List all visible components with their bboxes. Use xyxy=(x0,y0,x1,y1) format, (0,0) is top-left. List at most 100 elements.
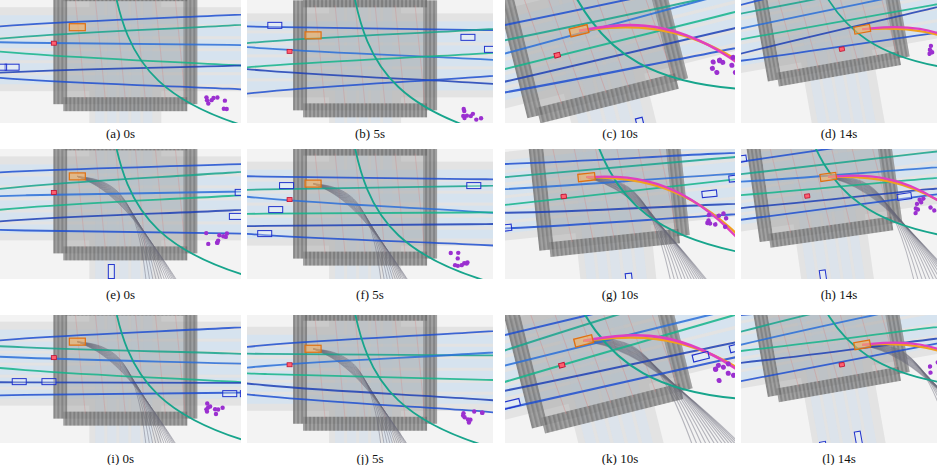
grid-line xyxy=(95,315,105,414)
vehicle-box xyxy=(484,46,493,52)
grid-line xyxy=(75,0,85,99)
vehicle-box xyxy=(702,190,717,198)
caption-holder: (j) 5s xyxy=(354,449,385,465)
reference-path xyxy=(587,155,735,279)
scene-part xyxy=(247,0,493,123)
grid-line xyxy=(315,5,325,105)
ego-vehicle xyxy=(854,340,871,350)
pedestrian-dot xyxy=(211,96,215,100)
crosswalk xyxy=(769,217,894,248)
agent-trajectory xyxy=(247,370,493,429)
vehicle-box xyxy=(692,351,709,362)
pedestrian-dot xyxy=(709,65,715,71)
grid-line xyxy=(791,315,818,385)
agent-trajectory xyxy=(741,315,937,395)
agent-trajectory xyxy=(95,149,241,279)
pedestrian-box xyxy=(287,363,292,367)
planned-path xyxy=(828,150,937,279)
pedestrian-dot xyxy=(723,224,728,229)
agent-trajectory xyxy=(95,0,241,123)
pedestrian-dot xyxy=(928,364,933,369)
agent-trajectory xyxy=(0,225,241,237)
pedestrian-dot xyxy=(714,69,720,75)
caption-holder: (e) 0s xyxy=(104,285,137,303)
grid-line xyxy=(175,0,185,99)
candidate-path xyxy=(828,151,937,279)
pedestrian-dot xyxy=(216,238,220,242)
scene-part xyxy=(505,149,735,279)
agent-trajectory xyxy=(505,315,735,440)
grid-line xyxy=(791,0,818,69)
vehicle-box xyxy=(505,224,512,232)
panel-caption: (d) 14s xyxy=(819,126,859,141)
pedestrian-dot xyxy=(717,58,723,64)
scene-panel xyxy=(505,0,735,123)
grid-line xyxy=(315,319,325,419)
agent-trajectory xyxy=(0,181,241,229)
ego-vehicle xyxy=(69,173,85,180)
pedestrian-dot xyxy=(225,107,229,111)
pedestrian-box xyxy=(51,356,56,360)
agent-trajectory xyxy=(247,30,493,73)
scene-panel xyxy=(505,315,735,443)
pedestrian-dot xyxy=(717,57,723,63)
vehicle-box xyxy=(240,391,241,397)
pedestrian-dot xyxy=(915,201,920,206)
grid-line xyxy=(771,0,798,73)
ego-vehicle xyxy=(820,172,837,181)
road xyxy=(742,315,917,443)
ego-vehicle xyxy=(305,180,321,187)
road xyxy=(0,119,75,123)
crosswalk xyxy=(63,315,187,316)
road xyxy=(247,439,315,443)
planned-path xyxy=(587,156,735,279)
caption-holder: (i) 0s xyxy=(105,449,136,465)
agent-trajectory xyxy=(741,0,937,77)
agent-trajectory xyxy=(505,156,735,229)
panel-caption: (l) 14s xyxy=(820,451,858,465)
caption-holder: (k) 10s xyxy=(600,449,640,465)
caption-holder: (a) 0s xyxy=(104,124,137,142)
pedestrian-dot xyxy=(456,251,460,255)
scene-part xyxy=(741,315,937,443)
candidate-path xyxy=(313,184,420,279)
grid-line xyxy=(395,319,405,419)
caption-holder: (c) 10s xyxy=(600,124,640,142)
agent-trajectory xyxy=(0,198,241,236)
pedestrian-dot xyxy=(724,216,729,221)
crosswalk xyxy=(541,383,683,433)
candidate-path xyxy=(584,315,735,443)
caption-holder: (g) 10s xyxy=(600,285,640,303)
pedestrian-dot xyxy=(710,59,716,65)
agent-trajectory xyxy=(741,149,937,243)
crosswalk xyxy=(303,149,427,156)
vehicle-box xyxy=(625,273,633,279)
scene-panel xyxy=(247,0,493,123)
vehicle-box xyxy=(729,174,735,182)
grid-line xyxy=(771,315,798,388)
panel-caption: (g) 10s xyxy=(600,287,640,302)
candidate-path xyxy=(587,162,735,279)
candidate-path xyxy=(313,349,420,443)
pedestrian-box xyxy=(51,41,56,45)
pedestrian-dot xyxy=(915,207,920,212)
scene-panel xyxy=(741,315,937,443)
panel-caption: (j) 5s xyxy=(354,451,385,465)
pedestrian-box xyxy=(554,52,561,58)
vehicle-box xyxy=(229,213,241,219)
pedestrian-dot xyxy=(474,117,478,121)
pedestrian-box xyxy=(287,198,292,202)
vehicle-box xyxy=(268,22,282,28)
reference-path xyxy=(584,315,735,443)
vehicle-box xyxy=(854,431,862,443)
intersection xyxy=(67,0,183,104)
agent-trajectory xyxy=(505,315,735,443)
panel-caption: (a) 0s xyxy=(104,126,137,141)
pedestrian-dot xyxy=(456,256,460,260)
vehicle-box xyxy=(635,117,646,123)
pedestrian-box xyxy=(51,190,56,194)
lane xyxy=(505,315,735,443)
candidate-path xyxy=(313,184,447,279)
reference-path xyxy=(579,0,735,123)
vehicle-box xyxy=(258,231,272,237)
